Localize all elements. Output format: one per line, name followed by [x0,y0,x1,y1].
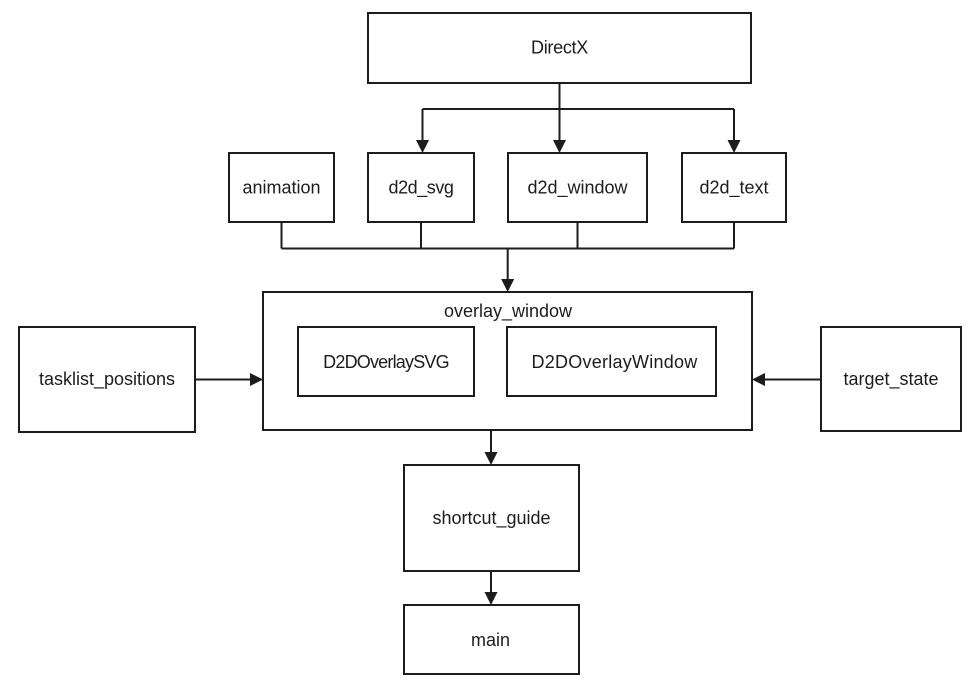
svg-text:shortcut_guide: shortcut_guide [432,508,550,529]
svg-text:overlay_window: overlay_window [444,301,573,322]
svg-text:D2DOverlaySVG: D2DOverlaySVG [323,352,449,372]
svg-text:main: main [471,630,510,650]
svg-text:D2DOverlayWindow: D2DOverlayWindow [531,352,698,372]
svg-text:DirectX: DirectX [531,38,588,58]
svg-text:d2d_window: d2d_window [527,178,628,199]
svg-text:animation: animation [242,178,320,198]
svg-text:tasklist_positions: tasklist_positions [39,369,175,390]
svg-text:d2d_svg: d2d_svg [389,178,454,199]
svg-text:target_state: target_state [843,369,938,390]
svg-text:d2d_text: d2d_text [699,178,768,199]
